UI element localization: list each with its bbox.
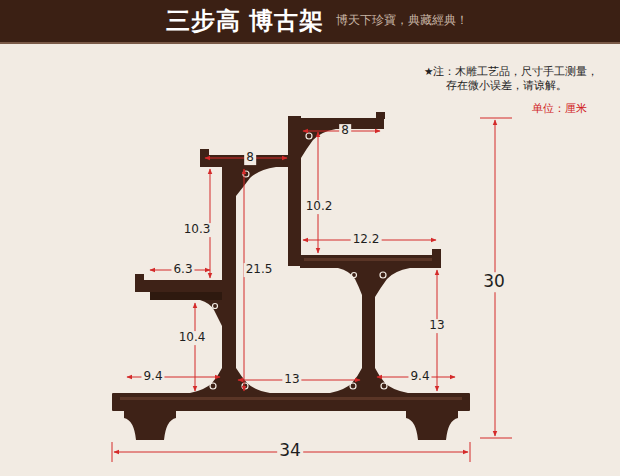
dimension-lines (244, 169, 245, 391)
wood-shelf (380, 272, 386, 278)
wood-shelf (112, 112, 470, 440)
dimension-lines (480, 438, 512, 439)
wood-shelf (288, 118, 384, 129)
dimension-value: 30 (481, 272, 507, 292)
dimension-value: 10.3 (182, 223, 213, 237)
unit-label: 单位：厘米 (532, 103, 587, 116)
dimension-value: 13 (427, 319, 446, 333)
dimension-value: 34 (277, 441, 303, 461)
dimension-lines (480, 118, 512, 119)
wood-shelf (222, 158, 236, 393)
wood-shelf (432, 249, 441, 256)
wood-shelf (288, 116, 301, 266)
wood-shelf (150, 292, 222, 300)
dimension-lines (470, 442, 471, 462)
wood-shelf (376, 112, 385, 119)
wood-shelf (213, 304, 218, 309)
wood-shelf (381, 383, 387, 389)
wood-shelf (112, 393, 470, 411)
wood-shelf (236, 167, 276, 196)
wood-shelf (350, 383, 356, 389)
dimension-value: 8 (339, 124, 351, 138)
dimension-value: 13 (282, 373, 301, 387)
dimension-value: 6.3 (171, 263, 194, 277)
note-text: ★注：木雕工艺品，尺寸手工测量， 存在微小误差，请谅解。 (424, 64, 604, 92)
wood-shelf (375, 268, 410, 297)
wood-shelf (135, 280, 222, 292)
wood-shelf (200, 300, 222, 326)
dimension-value: 10.2 (304, 200, 335, 214)
title-band (0, 0, 620, 44)
wood-shelf (338, 268, 362, 295)
wood-shelf (306, 133, 312, 139)
wood-shelf (120, 397, 462, 400)
wood-shelf (135, 274, 144, 281)
wood-shelf (210, 383, 216, 389)
wood-shelf (352, 273, 357, 278)
dimension-value: 9.4 (141, 370, 164, 384)
dimension-lines (195, 303, 196, 391)
wood-shelf (406, 411, 458, 440)
wood-shelf (304, 258, 432, 261)
wood-shelf (124, 411, 176, 440)
wood-shelf (362, 266, 375, 393)
dimension-value: 12.2 (351, 233, 382, 247)
wood-shelf (300, 255, 441, 268)
dimension-lines (112, 118, 512, 462)
dimension-value: 9.4 (408, 370, 431, 384)
wood-shelf (375, 368, 408, 393)
title-band (0, 0, 620, 42)
subtitle: 博天下珍寶，典藏經典！ (336, 14, 468, 28)
dimension-value: 8 (244, 151, 256, 165)
wood-shelf (210, 133, 387, 389)
wood-shelf (242, 383, 248, 389)
dimension-value: 10.4 (177, 331, 208, 345)
dimension-value: 21.5 (244, 263, 275, 277)
dimension-lines (318, 132, 319, 253)
title-band (0, 42, 620, 44)
wood-shelf (200, 149, 209, 156)
dimension-lines (112, 442, 113, 462)
title-text: 三步高 博古架 (166, 7, 324, 35)
